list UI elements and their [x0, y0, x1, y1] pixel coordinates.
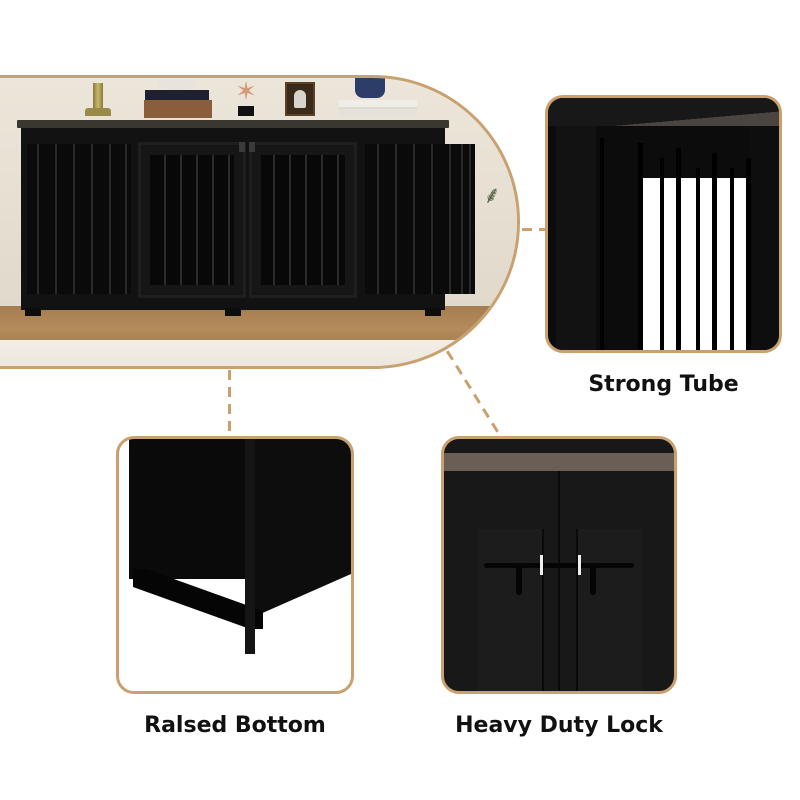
feature-label-strong-tube: Strong Tube [588, 372, 739, 397]
feature-label-raised-bottom: Ralsed Bottom [144, 713, 326, 738]
crate-front-panel [249, 439, 351, 619]
console-foot [25, 308, 41, 316]
rug [0, 340, 517, 366]
feature-label-heavy-duty-lock: Heavy Duty Lock [455, 713, 663, 738]
tube-bar-icon [712, 153, 717, 350]
frame-post [556, 126, 596, 350]
white-books-icon [339, 100, 417, 116]
center-divider [558, 471, 560, 691]
lock-bar-icon [484, 563, 634, 568]
tube-bar-icon [730, 168, 734, 350]
crate-top-edge [548, 98, 779, 126]
console-foot [425, 308, 441, 316]
hero-product-image: ✶ ⸙ [0, 75, 520, 369]
bowl-icon [157, 80, 197, 90]
framed-photo-icon [285, 82, 315, 116]
door-latch-icon [249, 142, 255, 152]
brass-candlestick-base-icon [85, 108, 111, 116]
feature-card-heavy-duty-lock [441, 436, 677, 694]
books-stack-icon [145, 90, 209, 100]
crate-top-surface [444, 453, 674, 471]
tube-bar-icon [676, 148, 681, 350]
frame-post [749, 126, 779, 350]
feature-card-strong-tube [545, 95, 782, 353]
plant-leaves-icon: ⸙ [483, 181, 501, 209]
tube-bar-icon [638, 143, 643, 350]
tube-bar-icon [746, 158, 751, 350]
tube-bar-icon [696, 168, 700, 350]
connector-strong-tube [522, 228, 546, 231]
door-latch-icon [239, 142, 245, 152]
console-body [21, 128, 475, 310]
feature-card-raised-bottom [116, 436, 354, 694]
corner-post [245, 439, 255, 654]
crate-console [17, 120, 475, 316]
lock-highlight [540, 555, 543, 575]
right-door[interactable] [249, 142, 357, 298]
console-foot [225, 308, 241, 316]
tube-bar-icon [660, 158, 664, 350]
wooden-box-icon [144, 100, 212, 118]
starfish-icon: ✶ [235, 77, 257, 107]
connector-raised-bottom [228, 370, 231, 436]
lock-highlight [578, 555, 581, 575]
right-door-panel [576, 529, 642, 691]
lock-handle-icon [590, 567, 596, 595]
left-side-panel [27, 144, 131, 294]
right-side-panel [365, 144, 475, 294]
brass-candlestick-icon [93, 83, 103, 113]
lock-handle-icon [516, 567, 522, 595]
left-door-panel [478, 529, 544, 691]
blue-vase-icon [355, 78, 385, 98]
starfish-stand-icon [238, 106, 254, 116]
left-door[interactable] [138, 142, 246, 298]
crate-side-panel [129, 439, 249, 579]
console-top [17, 120, 449, 128]
tube-bar-icon [600, 138, 604, 350]
